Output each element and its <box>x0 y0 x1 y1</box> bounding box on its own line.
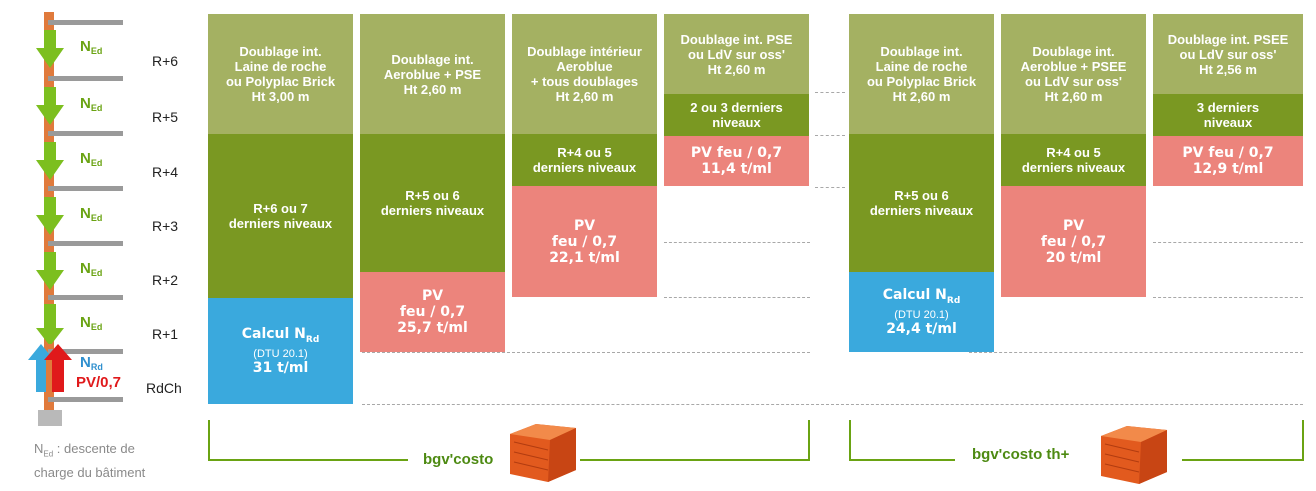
level-label: R+3 <box>152 218 179 234</box>
floor-slab <box>48 295 123 300</box>
brand-label: bgv'costo <box>423 451 494 468</box>
floor-slab <box>48 397 123 402</box>
col1-header: Doublage int. Laine de roche ou Polyplac… <box>208 14 353 134</box>
floor-slab <box>48 349 123 354</box>
floor-slab <box>48 20 123 25</box>
floor-slab <box>48 76 123 81</box>
col7-pv: PV feu / 0,7 12,9 t/ml <box>1153 136 1303 186</box>
guide-line <box>362 404 1303 405</box>
load-arrow-icon <box>36 142 64 180</box>
brick-icon <box>510 424 576 482</box>
col2-header: Doublage int. Aeroblue + PSE Ht 2,60 m <box>360 14 505 134</box>
brace-line <box>580 459 810 461</box>
guide-line <box>815 135 845 136</box>
col4-header: Doublage int. PSE ou LdV sur oss' Ht 2,6… <box>664 14 809 94</box>
col1-calc: Calcul NRd (DTU 20.1) 31 t/ml <box>208 298 353 404</box>
col6-pv: PV feu / 0,7 20 t/ml <box>1001 186 1146 297</box>
brace-left-tick <box>849 420 851 460</box>
brace-line <box>208 459 408 461</box>
brace-left-tick <box>208 420 210 460</box>
wall-footing <box>38 410 62 426</box>
load-arrow-icon <box>36 304 64 344</box>
guide-line <box>1153 242 1303 243</box>
guide-line <box>362 352 810 353</box>
pv-label: PV/0,7 <box>76 374 122 391</box>
col3-pv: PV feu / 0,7 22,1 t/ml <box>512 186 657 297</box>
guide-line <box>815 92 845 93</box>
brace-line <box>849 459 955 461</box>
col6-levels: R+4 ou 5 derniers niveaux <box>1001 134 1146 186</box>
ned-label: NEd <box>80 95 103 113</box>
guide-line <box>664 242 810 243</box>
col2-levels: R+5 ou 6 derniers niveaux <box>360 134 505 272</box>
col3-levels: R+4 ou 5 derniers niveaux <box>512 134 657 186</box>
ned-label: NEd <box>80 314 103 332</box>
col4-pv: PV feu / 0,7 11,4 t/ml <box>664 136 809 186</box>
floor-slab <box>48 241 123 246</box>
level-label: R+1 <box>152 326 179 342</box>
level-label: RdCh <box>146 380 182 396</box>
ned-label: NEd <box>80 150 103 168</box>
col5-calc: Calcul NRd (DTU 20.1) 24,4 t/ml <box>849 272 994 352</box>
level-label: R+2 <box>152 272 179 288</box>
load-arrow-icon <box>36 252 64 290</box>
load-arrow-icon <box>36 87 64 125</box>
col6-header: Doublage int. Aeroblue + PSEE ou LdV sur… <box>1001 14 1146 134</box>
col5-header: Doublage int. Laine de roche ou Polyplac… <box>849 14 994 134</box>
legend-text: NEd : descente de charge du bâtiment <box>34 441 146 480</box>
col2-pv: PV feu / 0,7 25,7 t/ml <box>360 272 505 352</box>
ned-label: NEd <box>80 38 103 56</box>
guide-line <box>664 297 810 298</box>
load-arrow-icon <box>36 197 64 235</box>
col3-header: Doublage intérieur Aeroblue + tous doubl… <box>512 14 657 134</box>
col5-levels: R+5 ou 6 derniers niveaux <box>849 134 994 272</box>
fire-rating-arrow-icon <box>44 344 72 392</box>
brand-label: bgv'costo th+ <box>972 446 1070 463</box>
load-arrow-icon <box>36 30 64 68</box>
guide-line <box>815 187 845 188</box>
ned-label: NEd <box>80 260 103 278</box>
brace-right-tick <box>1302 420 1304 460</box>
nrd-label: NRd <box>80 354 103 372</box>
guide-line <box>969 352 1303 353</box>
level-label: R+5 <box>152 109 179 125</box>
col1-levels: R+6 ou 7 derniers niveaux <box>208 134 353 298</box>
brace-right-tick <box>808 420 810 460</box>
brick-icon <box>1101 426 1167 484</box>
col7-header: Doublage int. PSEE ou LdV sur oss' Ht 2,… <box>1153 14 1303 94</box>
level-label: R+4 <box>152 164 179 180</box>
guide-line <box>1153 297 1303 298</box>
brace-line <box>1182 459 1304 461</box>
col7-levels: 3 derniers niveaux <box>1153 94 1303 136</box>
floor-slab <box>48 186 123 191</box>
level-label: R+6 <box>152 53 179 69</box>
ned-label: NEd <box>80 205 103 223</box>
floor-slab <box>48 131 123 136</box>
col4-levels: 2 ou 3 derniers niveaux <box>664 94 809 136</box>
